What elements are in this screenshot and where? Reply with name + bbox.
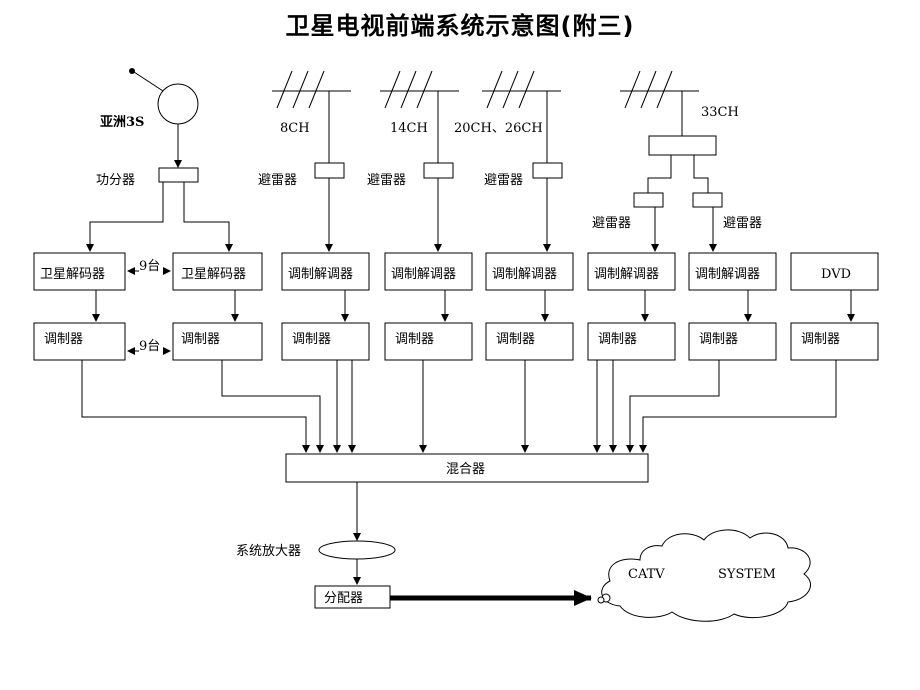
modulator-label: 调制器 (598, 332, 637, 347)
lightning-arrester-20ch (532, 162, 563, 179)
antenna-label-33ch: 33CH (701, 105, 739, 120)
lightning-arrester-33ch-a (633, 192, 664, 208)
demodulator-box (587, 252, 676, 291)
page-title: 卫星电视前端系统示意图(附三) (285, 12, 635, 40)
modulator-box (587, 322, 676, 361)
modulator-box (485, 322, 574, 361)
catv-label: CATV (628, 567, 665, 582)
splitter-33ch (648, 135, 717, 156)
satellite-label: 亚洲3S (100, 115, 144, 130)
modulator-box (384, 322, 473, 361)
modulator-label: 调制器 (801, 332, 840, 347)
lightning-arrester-label: 避雷器 (258, 173, 297, 188)
modulator-box (790, 322, 879, 361)
lightning-arrester-label: 避雷器 (592, 216, 631, 231)
dvd-box (790, 252, 879, 291)
system-label: SYSTEM (718, 567, 776, 582)
lightning-arrester-8ch (314, 162, 345, 179)
antenna-label-8ch: 8CH (280, 121, 310, 136)
modulator-label: 调制器 (181, 332, 220, 347)
demodulator-box (485, 252, 574, 291)
mixer-label: 混合器 (446, 462, 485, 477)
modulator-label: 调制器 (699, 332, 738, 347)
lightning-arrester-label: 避雷器 (723, 216, 762, 231)
modulator-box (281, 322, 370, 361)
demodulator-box (384, 252, 473, 291)
dvd-label: DVD (821, 267, 851, 282)
satellite-decoder-box (172, 252, 263, 291)
antenna-label-20ch-26ch: 20CH、26CH (454, 121, 543, 136)
demodulator-label: 调制解调器 (594, 267, 659, 282)
demodulator-box (688, 252, 777, 291)
count-note: 9台 (139, 259, 160, 274)
lightning-arrester-label: 避雷器 (367, 173, 406, 188)
modulator-label: 调制器 (395, 332, 434, 347)
distributor-label: 分配器 (324, 591, 363, 606)
splitter-label: 功分器 (96, 173, 135, 188)
satellite-decoder-label: 卫星解码器 (40, 267, 105, 282)
power-splitter (158, 167, 199, 183)
modulator-box (172, 322, 263, 361)
lightning-arrester-14ch (423, 162, 454, 179)
antenna-14ch (380, 70, 459, 163)
demodulator-box (281, 252, 370, 291)
antenna-20ch-26ch (482, 70, 561, 163)
catv-cloud (597, 529, 811, 622)
demodulator-label: 调制解调器 (288, 267, 353, 282)
demodulator-label: 调制解调器 (492, 267, 557, 282)
system-amplifier (318, 540, 396, 560)
satellite-decoder-label: 卫星解码器 (181, 267, 246, 282)
modulator-box (33, 322, 126, 361)
modulator-box (688, 322, 777, 361)
antenna-33ch (620, 70, 699, 136)
satellite-decoder-box (33, 252, 126, 291)
modulator-label: 调制器 (292, 332, 331, 347)
demodulator-label: 调制解调器 (695, 267, 760, 282)
modulator-label: 调制器 (496, 332, 535, 347)
count-note: 9台 (139, 339, 160, 354)
antenna-label-14ch: 14CH (390, 121, 428, 136)
modulator-label: 调制器 (44, 332, 83, 347)
lightning-arrester-33ch-b (692, 192, 723, 208)
lightning-arrester-label: 避雷器 (484, 173, 523, 188)
mixer-box (285, 453, 649, 483)
demodulator-label: 调制解调器 (391, 267, 456, 282)
antenna-8ch (272, 70, 351, 163)
amplifier-label: 系统放大器 (236, 544, 301, 559)
